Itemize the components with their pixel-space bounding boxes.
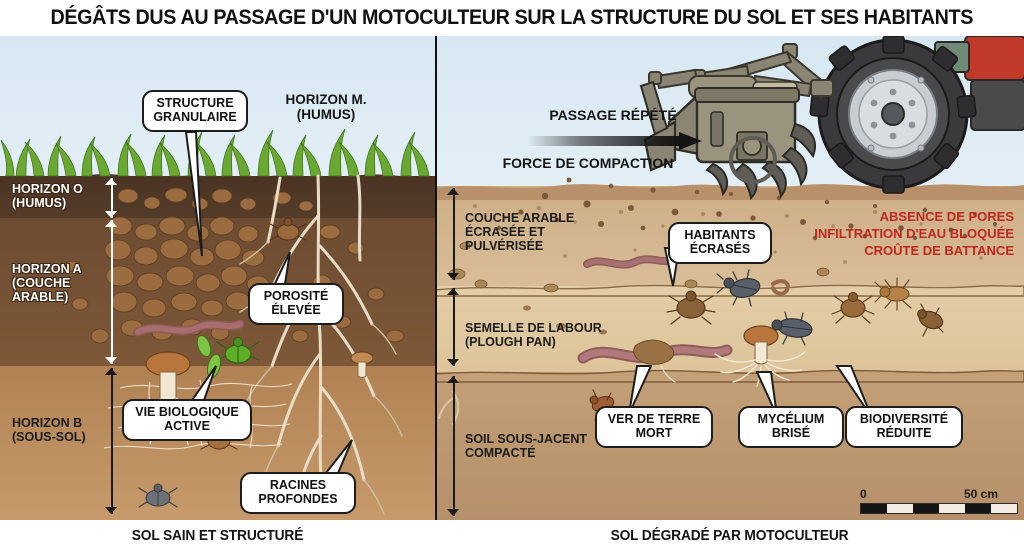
layer-horizon-a bbox=[0, 218, 435, 366]
callout-tail-ver-de-terre-mort bbox=[628, 365, 653, 415]
horizon-b-label: HORIZON B (SOUS-SOL) bbox=[12, 416, 86, 444]
scale-bar-ticks bbox=[860, 503, 1018, 514]
layer-label-semelle-de-labour: SEMELLE DE LABOUR (PLOUGH PAN) bbox=[465, 321, 602, 349]
scale-end-label: 50 cm bbox=[964, 487, 999, 501]
small-mushroom-icon bbox=[350, 351, 374, 378]
infographic-title: DÉGÂTS DUS AU PASSAGE D'UN MOTOCULTEUR S… bbox=[50, 6, 974, 29]
callout-racines-profondes: RACINES PROFONDES bbox=[240, 472, 356, 514]
dead-ant-icon bbox=[874, 277, 912, 311]
compaction-force-arrow bbox=[527, 132, 702, 150]
crushed-arable-span-arrow bbox=[447, 188, 460, 280]
layer-label-couche-arable-ecrasee: COUCHE ARABLE ÉCRASÉE ET PULVÉRISÉE bbox=[465, 211, 575, 253]
crushed-organic-matter bbox=[633, 339, 675, 365]
caption-bar: SOL SAIN ET STRUCTURÉ SOL DÉGRADÉ PAR MO… bbox=[0, 520, 1024, 559]
beetle-icon-grey bbox=[138, 483, 178, 508]
panel-divider bbox=[435, 36, 437, 559]
horizon-a-span-arrow bbox=[105, 220, 118, 364]
dead-worm-icon-upper bbox=[583, 255, 675, 269]
horizon-b-span-arrow bbox=[105, 368, 118, 514]
callout-mycelium-brise: MYCÉLIUM BRISÉ bbox=[738, 406, 844, 448]
plough-pan-span-arrow bbox=[447, 288, 460, 366]
callout-tail-structure-granulaire bbox=[184, 131, 203, 257]
dead-beetle-icon-dark-2 bbox=[771, 311, 813, 346]
layer-label-soil-sous-jacent: SOIL SOUS-JACENT COMPACTÉ bbox=[465, 432, 588, 460]
soil-structure-illustration-left bbox=[64, 174, 405, 515]
left-panel-healthy-soil: HORIZON O (HUMUS) HORIZON A (COUCHE ARAB… bbox=[0, 36, 435, 520]
scale-start-label: 0 bbox=[860, 487, 867, 501]
horizon-a-label: HORIZON A (COUCHE ARABLE) bbox=[12, 262, 82, 304]
callout-tail-biodiversite-reduite bbox=[835, 365, 872, 417]
callout-tail-mycelium-brise bbox=[755, 371, 778, 417]
motoculteur-rotary-tiller-illustration bbox=[639, 36, 1024, 201]
caption-right-degraded-soil: SOL DÉGRADÉ PAR MOTOCULTEUR bbox=[610, 527, 849, 544]
dead-beetle-icon-brown-3 bbox=[917, 303, 944, 337]
callout-structure-granulaire: STRUCTURE GRANULAIRE bbox=[142, 90, 248, 132]
dead-beetle-icon-brown-2 bbox=[831, 291, 875, 324]
horizon-o-span-arrow bbox=[105, 178, 118, 218]
compacted-subsoil-span-arrow bbox=[447, 376, 460, 516]
callout-vie-biologique-active: VIE BIOLOGIQUE ACTIVE bbox=[122, 399, 252, 441]
right-panel-degraded-soil: PASSAGE RÉPÉTÉ FORCE DE COMPACTION ABSEN… bbox=[435, 36, 1024, 520]
curled-worm-icon bbox=[771, 279, 790, 296]
warning-infiltration-bloquee: INFILTRATION D'EAU BLOQUÉE bbox=[814, 226, 1014, 241]
beetle-icon-green bbox=[216, 337, 260, 364]
horizon-humus-surface-label: HORIZON M. (HUMUS) bbox=[285, 92, 367, 123]
passage-repete-label: PASSAGE RÉPÉTÉ bbox=[549, 107, 677, 123]
callout-biodiversite-reduite: BIODIVERSITÉ RÉDUITE bbox=[845, 406, 963, 448]
soil-crust-surface bbox=[435, 184, 1024, 200]
callout-habitants-ecrases: HABITANTS ÉCRASÉS bbox=[668, 222, 772, 264]
warning-absence-de-pores: ABSENCE DE PORES bbox=[879, 209, 1014, 224]
dead-beetle-icon-dark-1 bbox=[716, 269, 761, 307]
scene: HORIZON O (HUMUS) HORIZON A (COUCHE ARAB… bbox=[0, 36, 1024, 520]
force-de-compaction-label: FORCE DE COMPACTION bbox=[502, 155, 674, 171]
title-bar: DÉGÂTS DUS AU PASSAGE D'UN MOTOCULTEUR S… bbox=[0, 0, 1024, 36]
caption-left-healthy-soil: SOL SAIN ET STRUCTURÉ bbox=[131, 527, 304, 544]
bug-icon-brown bbox=[269, 217, 307, 241]
warning-croute-de-battance: CROÛTE DE BATTANCE bbox=[864, 243, 1014, 258]
callout-ver-de-terre-mort: VER DE TERRE MORT bbox=[595, 406, 713, 448]
dead-beetle-icon-brown-1 bbox=[666, 290, 716, 325]
subsoil-boundary bbox=[435, 369, 1024, 383]
dead-soil-life-illustration bbox=[438, 204, 997, 425]
grass-tufts bbox=[0, 128, 430, 177]
horizon-o-label: HORIZON O (HUMUS) bbox=[12, 182, 83, 210]
earthworm-icon bbox=[133, 319, 245, 337]
callout-porosite-elevee: POROSITÉ ÉLEVÉE bbox=[248, 283, 344, 325]
